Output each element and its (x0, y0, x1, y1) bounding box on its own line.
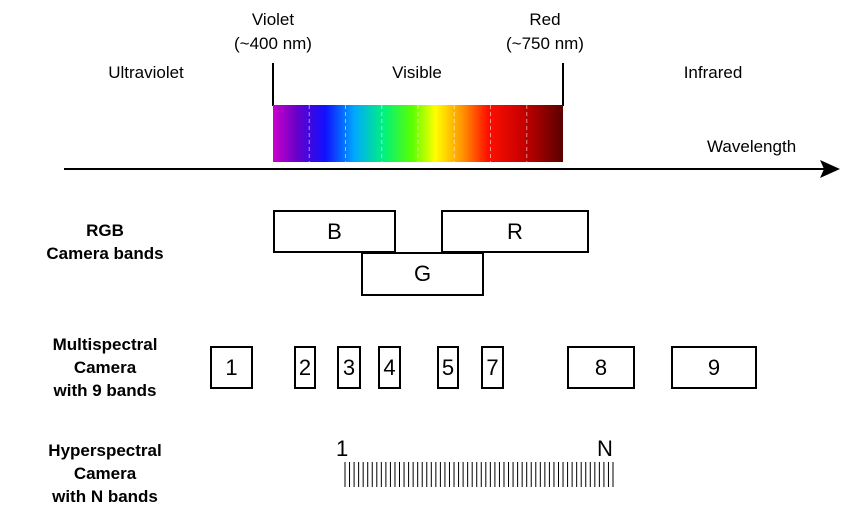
rgb-label-line1: RGB (86, 221, 124, 240)
ms-band-5: 5 (437, 346, 459, 389)
multispectral-label-line3: with 9 bands (53, 381, 157, 400)
multispectral-label-line1: Multispectral (52, 335, 158, 354)
axis-arrowhead (820, 160, 840, 178)
rgb-band-b: B (273, 210, 396, 253)
red-label: Red (529, 10, 561, 29)
hyperspectral-row-label: Hyperspectral Camera with N bands (20, 439, 190, 508)
spectrum-dividers (308, 105, 528, 162)
violet-label: Violet (251, 10, 295, 29)
hyperspectral-bands (344, 462, 614, 487)
violet-wavelength: (~400 nm) (234, 34, 312, 53)
region-visible: Visible (392, 63, 442, 82)
rgb-band-g: G (361, 252, 484, 296)
ms-band-2: 2 (294, 346, 316, 389)
ms-band-8: 8 (567, 346, 635, 389)
region-infrared: Infrared (683, 63, 743, 82)
hyperspectral-start-label: 1 (336, 436, 349, 461)
hyperspectral-label-line3: with N bands (52, 487, 158, 506)
multispectral-label-line2: Camera (73, 358, 137, 377)
wavelength-axis-label: Wavelength (707, 137, 797, 156)
region-ultraviolet: Ultraviolet (108, 63, 184, 82)
ms-band-9: 9 (671, 346, 757, 389)
hyperspectral-label-line1: Hyperspectral (48, 441, 162, 460)
ms-band-3: 3 (337, 346, 361, 389)
hyperspectral-end-label: N (597, 436, 613, 461)
rgb-band-r: R (441, 210, 589, 253)
ms-band-4: 4 (378, 346, 401, 389)
multispectral-row-label: Multispectral Camera with 9 bands (20, 333, 190, 402)
red-wavelength: (~750 nm) (506, 34, 584, 53)
ms-band-7: 7 (481, 346, 504, 389)
ms-band-1: 1 (210, 346, 253, 389)
rgb-label-line2: Camera bands (46, 244, 164, 263)
rgb-row-label: RGB Camera bands (20, 219, 190, 265)
hyperspectral-label-line2: Camera (73, 464, 137, 483)
